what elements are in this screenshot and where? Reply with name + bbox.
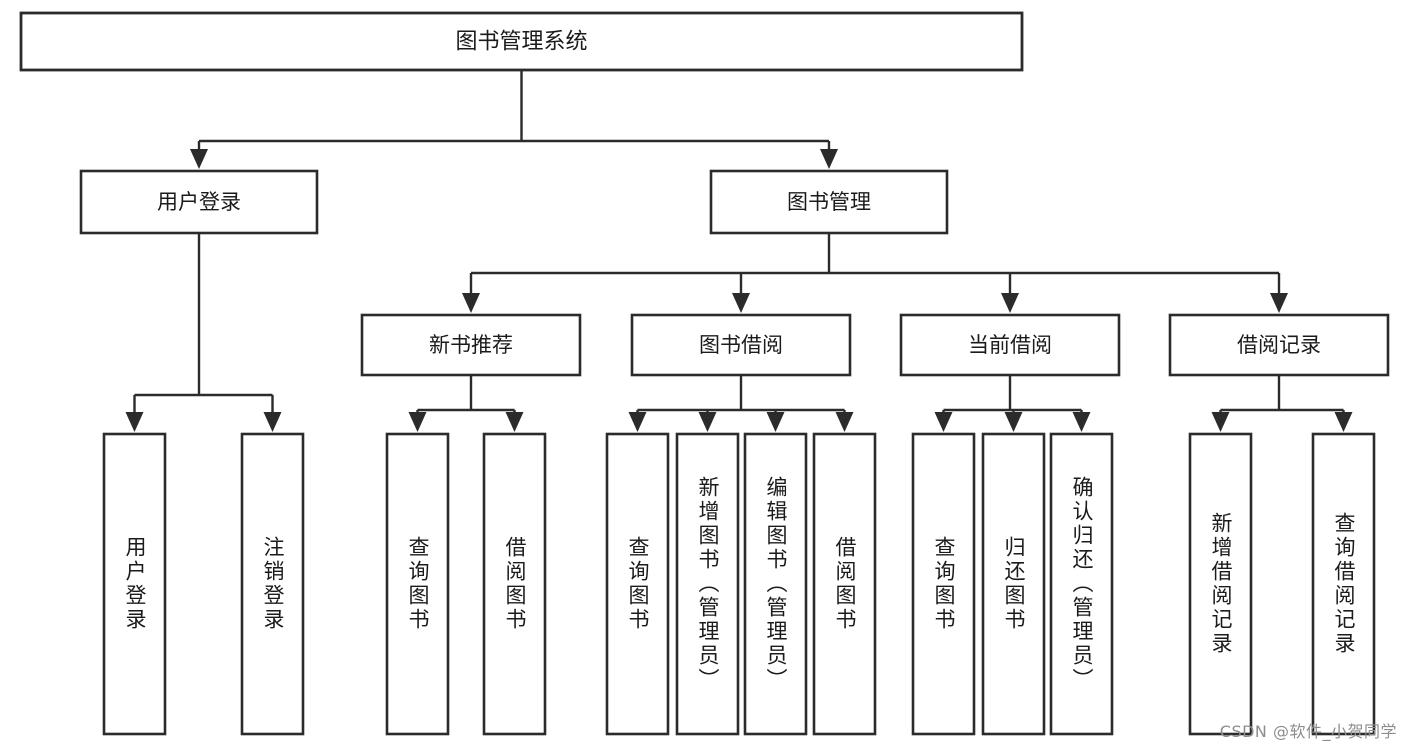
arrow-icon-l_query_book_1 xyxy=(408,412,427,432)
arrow-icon-l_query_record xyxy=(1334,412,1353,432)
node-box-l_query_record[interactable] xyxy=(1311,432,1376,736)
connector-layer xyxy=(125,70,1353,432)
arrow-icon-l_query_book_2 xyxy=(628,412,647,432)
arrow-icon-n_current_borrow xyxy=(1001,293,1019,313)
arrow-icon-n_new_book_rec xyxy=(462,293,480,313)
node-box-l_return_book[interactable] xyxy=(981,432,1046,736)
node-label-n_current_borrow: 当前借阅 xyxy=(968,333,1052,357)
arrow-icon-n_user_login xyxy=(190,149,208,169)
node-box-l_edit_book[interactable] xyxy=(743,432,808,736)
arrow-icon-l_logout xyxy=(263,412,282,432)
arrow-icon-n_book_borrow xyxy=(732,293,750,313)
node-box-n_book_mgmt[interactable] xyxy=(709,169,949,235)
node-label-n_borrow_record: 借阅记录 xyxy=(1237,333,1321,357)
arrow-icon-l_edit_book xyxy=(766,412,785,432)
arrow-icon-l_borrow_book_1 xyxy=(505,412,524,432)
node-label-n_user_login: 用户登录 xyxy=(157,190,241,214)
node-box-n_new_book_rec[interactable] xyxy=(360,313,582,377)
node-label-n_book_borrow: 图书借阅 xyxy=(699,333,783,357)
arrow-icon-n_book_mgmt xyxy=(820,149,838,169)
arrow-icon-l_add_record xyxy=(1211,412,1230,432)
node-box-l_add_book[interactable] xyxy=(675,432,740,736)
node-box-l_borrow_book_2[interactable] xyxy=(812,432,877,736)
node-box-l_user_login[interactable] xyxy=(102,432,167,736)
node-box-l_confirm_return[interactable] xyxy=(1049,432,1114,736)
node-box-l_query_book_3[interactable] xyxy=(911,432,976,736)
node-box-n_user_login[interactable] xyxy=(79,169,319,235)
arrow-icon-l_add_book xyxy=(698,412,717,432)
arrow-icon-l_query_book_3 xyxy=(934,412,953,432)
arrow-icon-l_borrow_book_2 xyxy=(835,412,854,432)
arrow-icon-n_borrow_record xyxy=(1270,293,1288,313)
node-box-l_borrow_book_1[interactable] xyxy=(482,432,547,736)
node-label-root: 图书管理系统 xyxy=(455,30,587,55)
node-box-n_borrow_record[interactable] xyxy=(1168,313,1390,377)
node-label-n_new_book_rec: 新书推荐 xyxy=(429,333,513,357)
node-box-l_add_record[interactable] xyxy=(1188,432,1253,736)
node-box-layer xyxy=(19,11,1390,736)
node-box-root[interactable] xyxy=(19,11,1024,72)
watermark: CSDN @软件_小贺同学 xyxy=(1219,722,1397,741)
node-box-n_current_borrow[interactable] xyxy=(899,313,1121,377)
arrow-icon-l_return_book xyxy=(1004,412,1023,432)
node-label-n_book_mgmt: 图书管理 xyxy=(787,190,871,214)
node-box-n_book_borrow[interactable] xyxy=(630,313,852,377)
node-box-l_query_book_1[interactable] xyxy=(385,432,450,736)
arrow-icon-l_user_login xyxy=(125,412,144,432)
arrow-icon-l_confirm_return xyxy=(1072,412,1091,432)
node-box-l_logout[interactable] xyxy=(240,432,305,736)
node-box-l_query_book_2[interactable] xyxy=(605,432,670,736)
